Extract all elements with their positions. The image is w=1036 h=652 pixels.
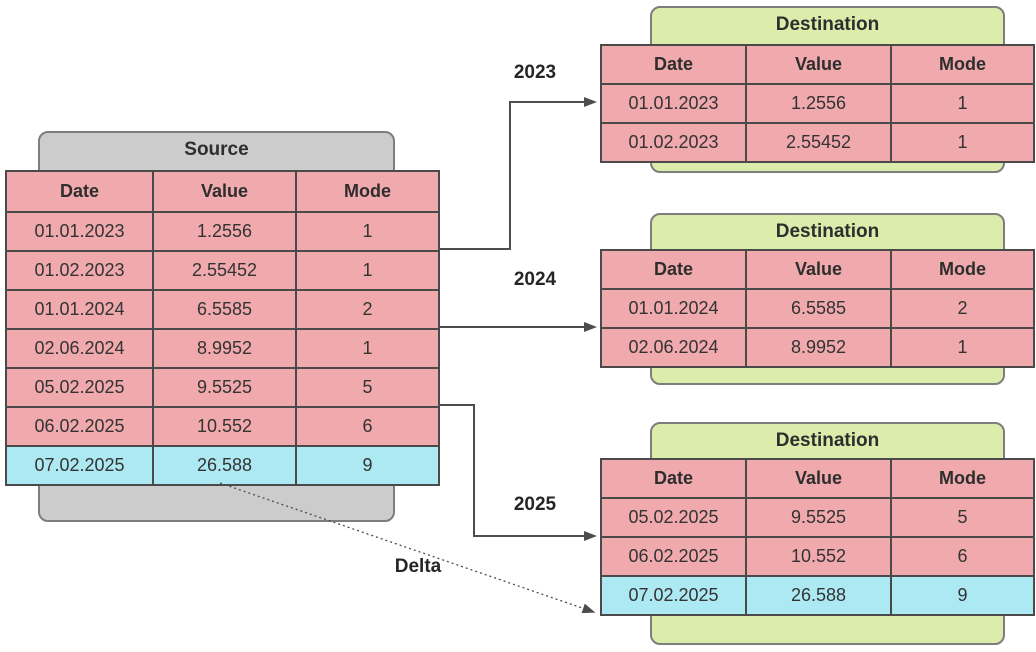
table-cell: 26.588	[746, 576, 891, 615]
table-cell: 02.06.2024	[6, 329, 153, 368]
table-cell: 8.9952	[153, 329, 296, 368]
table-cell: 06.02.2025	[601, 537, 746, 576]
table-cell: 07.02.2025	[601, 576, 746, 615]
destination-panel-title: Destination	[775, 221, 880, 242]
table-cell: 01.01.2023	[601, 84, 746, 123]
table-cell: 5	[296, 368, 439, 407]
table-cell: 9.5525	[153, 368, 296, 407]
table-cell: 01.01.2024	[601, 289, 746, 328]
table-cell: 6.5585	[746, 289, 891, 328]
table-header-cell: Value	[746, 250, 891, 289]
table-cell: 05.02.2025	[601, 498, 746, 537]
table-cell: 8.9952	[746, 328, 891, 367]
table-cell: 01.02.2023	[6, 251, 153, 290]
table-header-cell: Mode	[296, 171, 439, 212]
table-cell: 1	[296, 329, 439, 368]
table-cell: 1	[891, 84, 1034, 123]
table-cell: 1	[891, 123, 1034, 162]
table-cell: 26.588	[153, 446, 296, 485]
table-cell: 02.06.2024	[601, 328, 746, 367]
table-header-cell: Date	[601, 250, 746, 289]
table-cell: 01.02.2023	[601, 123, 746, 162]
table-cell: 07.02.2025	[6, 446, 153, 485]
table-cell: 05.02.2025	[6, 368, 153, 407]
table-cell: 1.2556	[153, 212, 296, 251]
table-header-cell: Mode	[891, 45, 1034, 84]
table-cell: 6	[296, 407, 439, 446]
table-header-cell: Date	[6, 171, 153, 212]
table-cell: 2	[296, 290, 439, 329]
destination-table-2023: Date Value Mode 01.01.2023 1.2556 1 01.0…	[600, 44, 1035, 163]
table-cell: 06.02.2025	[6, 407, 153, 446]
arrow-2025	[438, 404, 597, 541]
source-panel-title: Source	[184, 139, 249, 160]
table-cell: 10.552	[746, 537, 891, 576]
destination-panel-title: Destination	[775, 430, 880, 451]
table-cell: 6	[891, 537, 1034, 576]
arrow-label-2024: 2024	[513, 269, 557, 290]
table-header-cell: Value	[746, 459, 891, 498]
table-cell: 9.5525	[746, 498, 891, 537]
arrow-2023	[438, 97, 597, 250]
destination-table-2024: Date Value Mode 01.01.2024 6.5585 2 02.0…	[600, 249, 1035, 368]
table-cell: 1	[296, 251, 439, 290]
table-cell: 2.55452	[746, 123, 891, 162]
source-table: Date Value Mode 01.01.2023 1.2556 1 01.0…	[5, 170, 440, 486]
table-cell: 5	[891, 498, 1034, 537]
arrow-label-2025: 2025	[513, 494, 557, 515]
table-header-cell: Date	[601, 45, 746, 84]
table-cell: 1.2556	[746, 84, 891, 123]
table-header-cell: Value	[746, 45, 891, 84]
arrow-label-delta: Delta	[394, 556, 442, 577]
table-header-cell: Value	[153, 171, 296, 212]
table-cell: 10.552	[153, 407, 296, 446]
table-cell: 1	[891, 328, 1034, 367]
table-header-cell: Date	[601, 459, 746, 498]
table-cell: 9	[891, 576, 1034, 615]
destination-table-2025: Date Value Mode 05.02.2025 9.5525 5 06.0…	[600, 458, 1035, 616]
table-cell: 1	[296, 212, 439, 251]
table-cell: 6.5585	[153, 290, 296, 329]
table-header-cell: Mode	[891, 250, 1034, 289]
table-cell: 9	[296, 446, 439, 485]
table-cell: 2	[891, 289, 1034, 328]
table-cell: 2.55452	[153, 251, 296, 290]
table-header-cell: Mode	[891, 459, 1034, 498]
destination-panel-title: Destination	[775, 14, 880, 35]
table-cell: 01.01.2024	[6, 290, 153, 329]
arrow-label-2023: 2023	[513, 62, 557, 83]
table-cell: 01.01.2023	[6, 212, 153, 251]
